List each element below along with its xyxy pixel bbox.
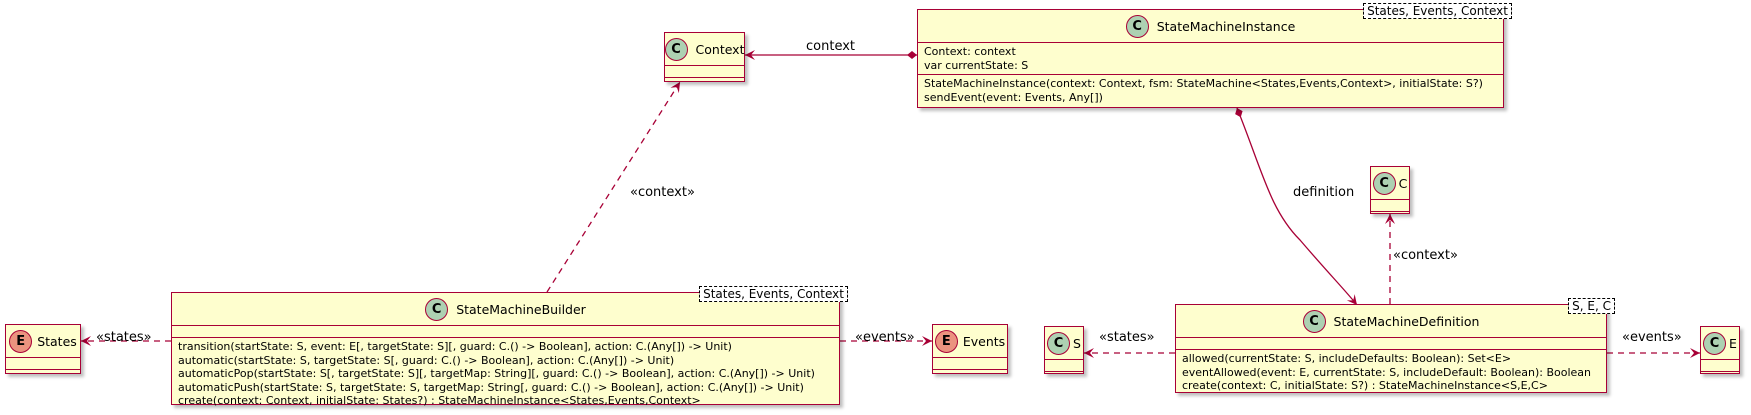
- class-icon: C: [1703, 331, 1727, 355]
- label-definition-context: «context»: [1393, 248, 1458, 263]
- class-icon: C: [1302, 309, 1326, 333]
- field: Context: context: [924, 45, 1016, 58]
- class-icon: C: [664, 37, 688, 61]
- label-definition-events: «events»: [1622, 330, 1682, 345]
- class-header: E Events: [933, 325, 1007, 357]
- class-icon: C: [1047, 331, 1071, 355]
- edge-instance-definition: [1235, 107, 1358, 306]
- label-context: context: [806, 39, 855, 54]
- method: StateMachineInstance(context: Context, f…: [924, 77, 1483, 90]
- enum-states[interactable]: E States: [5, 324, 81, 374]
- class-e[interactable]: C E: [1700, 326, 1740, 374]
- class-s[interactable]: C S: [1044, 326, 1084, 374]
- fields-section: [1701, 359, 1739, 371]
- class-c[interactable]: C C: [1370, 166, 1410, 214]
- class-header: C E: [1701, 327, 1739, 359]
- methods-section: [6, 369, 80, 381]
- fields-section: [1371, 199, 1409, 211]
- fields-section: [172, 325, 839, 337]
- class-state-machine-definition[interactable]: C StateMachineDefinition S, E, C allowed…: [1175, 298, 1615, 395]
- methods-section: StateMachineInstance(context: Context, f…: [918, 74, 1503, 106]
- fields-section: [1176, 337, 1606, 349]
- class-icon: C: [1125, 14, 1149, 38]
- class-header: C C: [1371, 167, 1409, 199]
- methods-section: allowed(currentState: S, includeDefaults…: [1176, 349, 1606, 395]
- enum-icon: E: [9, 329, 33, 353]
- method: transition(startState: S, event: E[, tar…: [178, 340, 732, 353]
- fields-section: [665, 65, 744, 77]
- field: var currentState: S: [924, 58, 1029, 72]
- label-definition: definition: [1293, 185, 1355, 200]
- methods-section: [1371, 211, 1409, 223]
- label-builder-context: «context»: [630, 185, 695, 200]
- methods-section: [1701, 371, 1739, 383]
- class-name: StateMachineBuilder: [456, 301, 586, 317]
- fields-section: [1045, 359, 1083, 371]
- class-name: S: [1073, 335, 1081, 351]
- class-state-machine-builder[interactable]: C StateMachineBuilder States, Events, Co…: [171, 286, 848, 407]
- class-icon: C: [1372, 171, 1396, 195]
- enum-icon: E: [934, 329, 958, 353]
- class-name: StateMachineDefinition: [1333, 313, 1480, 329]
- class-header: C S: [1045, 327, 1083, 359]
- enum-events[interactable]: E Events: [932, 324, 1008, 374]
- fields-section: [6, 357, 80, 369]
- class-name: StateMachineInstance: [1156, 18, 1296, 34]
- method: allowed(currentState: S, includeDefaults…: [1182, 352, 1512, 365]
- class-header: C StateMachineInstance States, Events, C…: [918, 3, 1512, 42]
- fields-section: [933, 357, 1007, 369]
- label-builder-events: «events»: [855, 330, 915, 345]
- class-header: C StateMachineDefinition S, E, C: [1176, 298, 1615, 337]
- method: create(context: Context, initialState: S…: [178, 394, 701, 407]
- type-parameters: S, E, C: [1568, 298, 1615, 314]
- class-icon: C: [425, 297, 449, 321]
- class-header: E States: [6, 325, 80, 357]
- class-name: C: [1398, 175, 1408, 191]
- class-context[interactable]: C Context: [664, 32, 745, 82]
- methods-section: [1045, 371, 1083, 383]
- label-definition-states: «states»: [1099, 330, 1155, 345]
- fields-section: Context: context var currentState: S: [918, 42, 1503, 74]
- class-state-machine-instance[interactable]: C StateMachineInstance States, Events, C…: [917, 3, 1512, 108]
- type-parameters: States, Events, Context: [699, 286, 848, 302]
- class-name: Events: [962, 333, 1006, 349]
- methods-section: transition(startState: S, event: E[, tar…: [172, 337, 839, 410]
- class-name: E: [1729, 335, 1737, 351]
- class-name: States: [37, 333, 77, 349]
- method: create(context: C, initialState: S?) : S…: [1182, 379, 1548, 392]
- method: automaticPop(startState: S[, targetState…: [178, 367, 815, 380]
- method: eventAllowed(event: E, currentState: S, …: [1182, 365, 1592, 379]
- method: automatic(startState: S, targetState: S[…: [178, 353, 675, 367]
- type-parameters: States, Events, Context: [1363, 3, 1512, 19]
- method: automaticPush(startState: S, targetState…: [178, 380, 804, 394]
- class-header: C Context: [664, 33, 745, 65]
- class-name: Context: [695, 41, 745, 57]
- label-builder-states: «states»: [96, 330, 152, 345]
- methods-section: [665, 77, 744, 89]
- class-header: C StateMachineBuilder States, Events, Co…: [172, 286, 848, 325]
- methods-section: [933, 369, 1007, 381]
- edge-builder-context: [546, 81, 681, 293]
- method: sendEvent(event: Events, Any[]): [924, 90, 1103, 104]
